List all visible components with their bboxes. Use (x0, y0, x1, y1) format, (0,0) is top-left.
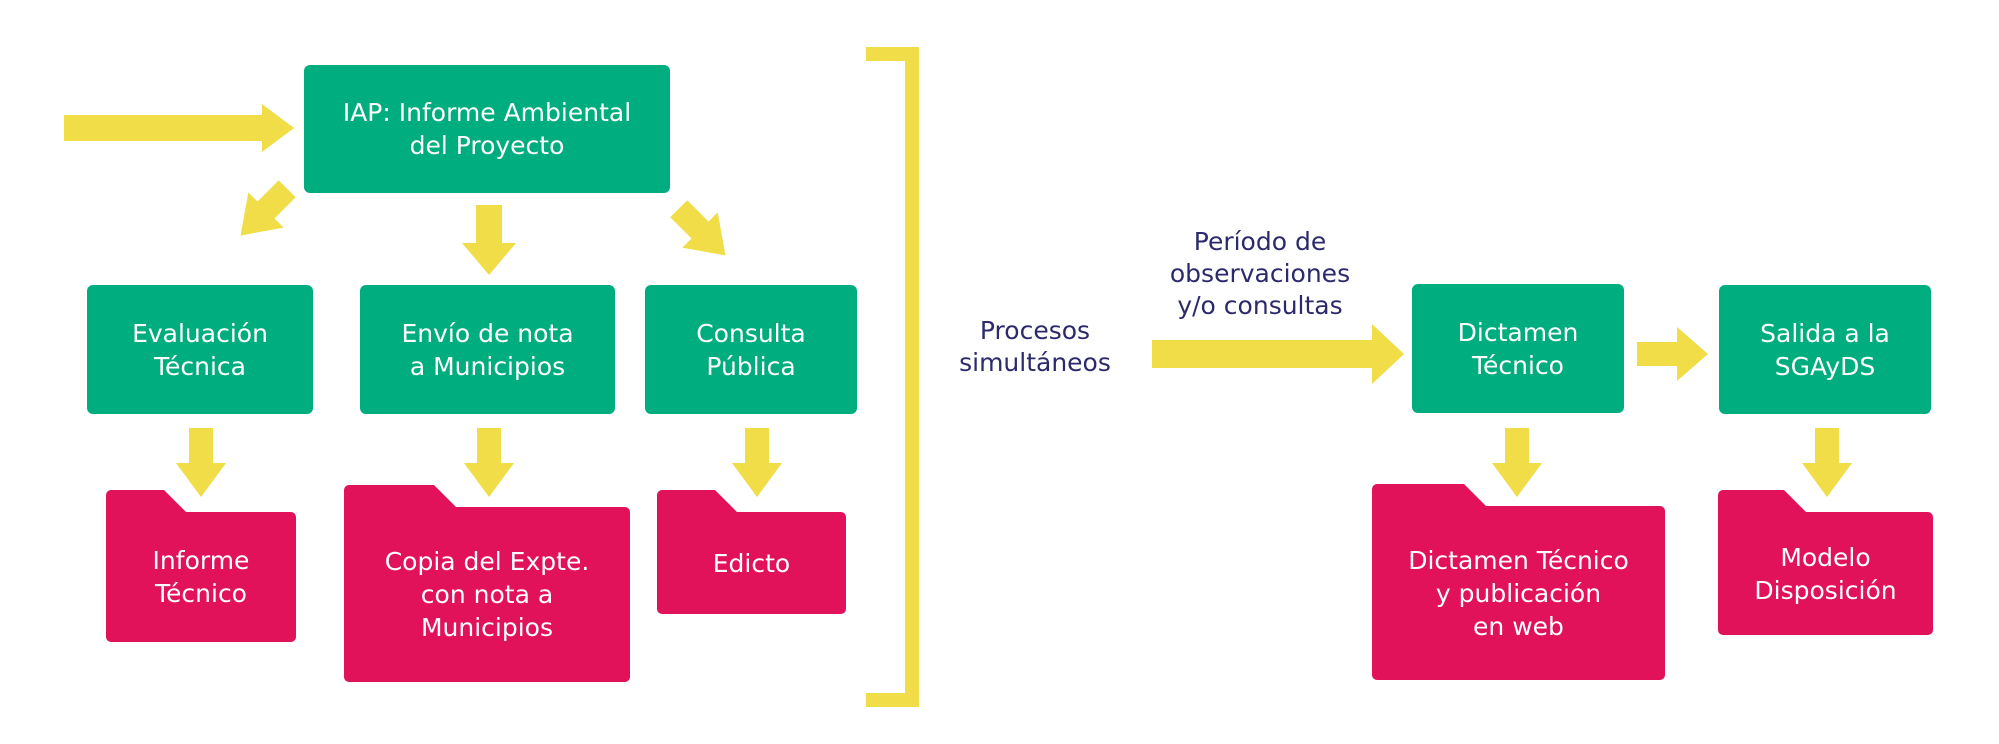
evaluacion-box: Evaluación Técnica (87, 285, 313, 414)
arrow-dictamen-to-salida (1637, 327, 1708, 381)
consulta-box: Consulta Pública (645, 285, 857, 414)
arrow-to-dictamen (1152, 324, 1404, 384)
dictamen-box-label: Dictamen Técnico (1457, 317, 1579, 380)
copia-folder-label: Copia del Expte. con nota a Municipios (344, 507, 630, 682)
iap-box: IAP: Informe Ambiental del Proyecto (304, 65, 670, 193)
arrow-iap-to-envio (462, 205, 516, 275)
arrow-iap-to-consulta (670, 200, 726, 256)
informe-folder-label: Informe Técnico (106, 512, 296, 642)
salida-box-label: Salida a la SGAyDS (1760, 318, 1890, 381)
edicto-folder-label: Edicto (657, 512, 846, 614)
envio-box-label: Envío de nota a Municipios (401, 318, 574, 381)
iap-box-label: IAP: Informe Ambiental del Proyecto (342, 98, 632, 160)
dictamen-box: Dictamen Técnico (1412, 284, 1624, 413)
informe-folder: Informe Técnico (106, 490, 296, 642)
procesos-label: Procesos simultáneos (959, 316, 1111, 377)
modelo-folder-label: Modelo Disposición (1718, 512, 1933, 635)
evaluacion-box-label: Evaluación Técnica (132, 318, 268, 381)
arrow-salida-to-folder (1802, 428, 1852, 497)
periodo-label: Período de observaciones y/o consultas (1169, 227, 1351, 320)
dictamen-web-folder: Dictamen Técnico y publicación en web (1372, 484, 1665, 680)
edicto-folder: Edicto (657, 490, 846, 614)
copia-folder: Copia del Expte. con nota a Municipios (344, 485, 630, 682)
arrow-into-iap (64, 104, 294, 152)
modelo-folder: Modelo Disposición (1718, 490, 1933, 635)
arrow-iap-to-evaluacion (240, 180, 296, 236)
arrow-dictamen-to-folder (1492, 428, 1542, 497)
consulta-box-label: Consulta Pública (696, 318, 806, 381)
envio-box: Envío de nota a Municipios (360, 285, 615, 414)
arrow-evaluacion-to-informe (176, 428, 226, 497)
arrow-consulta-to-edicto (732, 428, 782, 497)
arrow-envio-to-copia (464, 428, 514, 497)
bracket (866, 47, 919, 707)
salida-box: Salida a la SGAyDS (1719, 285, 1931, 414)
dictamen-web-folder-label: Dictamen Técnico y publicación en web (1372, 506, 1665, 680)
